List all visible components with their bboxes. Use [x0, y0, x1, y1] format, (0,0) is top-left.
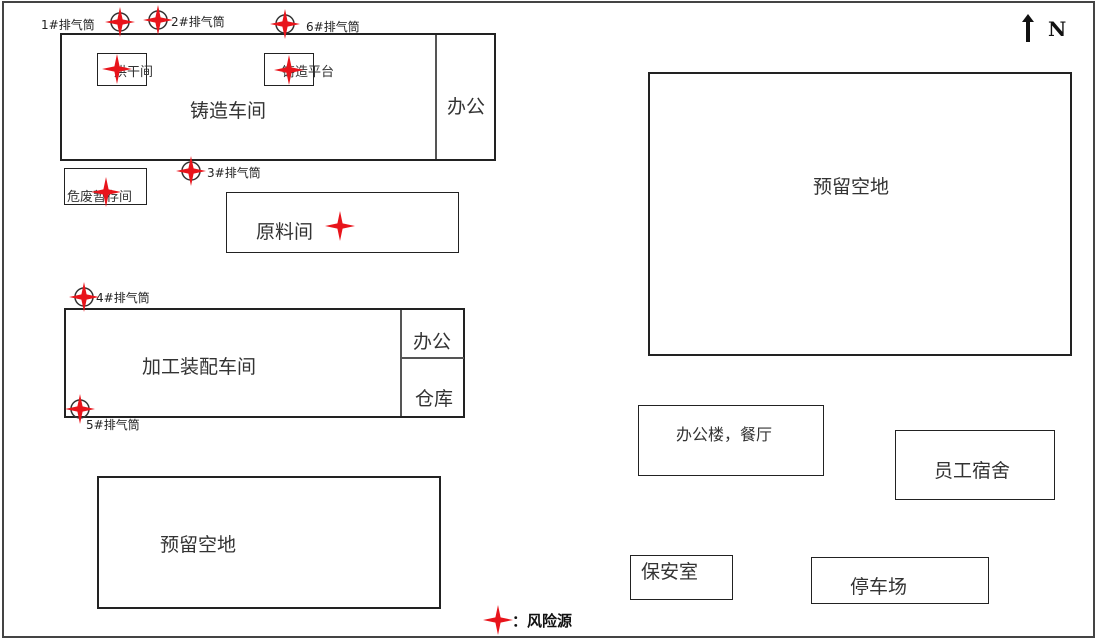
reserved-land-sw-label: 预留空地 — [160, 534, 237, 556]
assembly-office-label: 办公 — [413, 331, 452, 353]
stack-4-marker — [69, 282, 99, 312]
stack-5-label: 5#排气筒 — [86, 418, 140, 432]
stack-3-marker — [176, 156, 206, 186]
stack-2-marker — [143, 5, 173, 35]
stack-2-label: 2#排气筒 — [171, 15, 225, 29]
office-building — [638, 405, 824, 476]
parking — [811, 557, 989, 604]
stack-1-marker — [105, 7, 135, 37]
assembly-divider-vertical — [400, 310, 402, 416]
north-label: N — [1048, 17, 1067, 41]
risk-drying-room-icon — [102, 54, 132, 84]
staff-dorm — [895, 430, 1055, 500]
assembly-divider-horizontal — [400, 357, 464, 359]
four-point-star-icon — [69, 282, 99, 312]
assembly-workshop-label: 加工装配车间 — [142, 356, 257, 378]
legend-label: ：风险源 — [512, 612, 573, 630]
stack-5-marker — [65, 394, 95, 424]
risk-casting-platform-icon — [274, 55, 304, 85]
parking-label: 停车场 — [850, 576, 908, 598]
office-building-label: 办公楼，餐厅 — [676, 425, 773, 444]
staff-dorm-label: 员工宿舍 — [934, 460, 1011, 482]
risk-raw-material-icon — [325, 211, 355, 241]
casting-office-divider — [435, 35, 437, 159]
reserved-land-sw — [97, 476, 441, 609]
legend-star-icon — [483, 605, 513, 635]
warehouse-label: 仓库 — [415, 388, 454, 410]
four-point-star-icon — [65, 394, 95, 424]
stack-1-label: 1#排气筒 — [41, 18, 95, 32]
raw-material-room — [226, 192, 459, 253]
stack-3-label: 3#排气筒 — [207, 166, 261, 180]
stack-4-label: 4#排气筒 — [96, 291, 150, 305]
north-indicator — [1020, 14, 1080, 48]
hazwaste-store-label: 危废暂存间 — [67, 190, 133, 205]
assembly-workshop — [64, 308, 465, 418]
four-point-star-icon — [105, 7, 135, 37]
casting-office-label: 办公 — [447, 96, 486, 118]
reserved-land-ne-label: 预留空地 — [813, 176, 890, 198]
four-point-star-icon — [270, 9, 300, 39]
reserved-land-ne — [648, 72, 1072, 356]
arrow-up-icon — [1022, 14, 1034, 42]
guard-room-label: 保安室 — [641, 561, 699, 583]
raw-material-room-label: 原料间 — [256, 221, 314, 243]
stack-6-label: 6#排气筒 — [306, 20, 360, 34]
four-point-star-icon — [176, 156, 206, 186]
guard-room — [630, 555, 733, 600]
four-point-star-icon — [143, 5, 173, 35]
stack-6-marker — [270, 9, 300, 39]
casting-workshop-label: 铸造车间 — [190, 100, 267, 122]
risk-hazwaste-icon — [91, 177, 121, 207]
